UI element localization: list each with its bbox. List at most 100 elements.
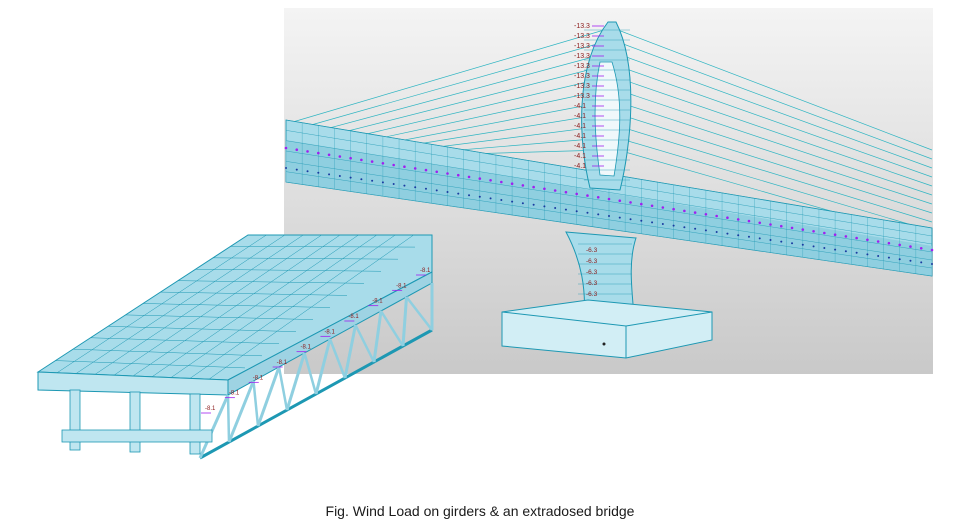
girder-load-label: -8.1 [396,283,407,289]
deck-load-marker [844,235,848,238]
truss-vertical [401,296,408,347]
deck-load-marker [715,231,718,233]
tower-load-label: -4.1 [574,133,586,140]
deck-load-marker [758,237,761,240]
girder-mesh-line [151,234,359,378]
deck-load-marker [672,207,675,211]
deck-load-marker [564,208,567,211]
stay-cable [617,41,933,160]
deck-load-marker [693,211,697,214]
deck-load-marker [285,167,287,169]
deck-load-marker [866,238,869,242]
deck-load-marker [823,247,826,249]
deck-load-marker [478,195,481,198]
stay-cable [447,137,605,152]
girder-mesh-line [113,234,322,376]
deck-load-marker [769,239,772,241]
stay-cable [357,77,605,137]
deck-load-marker [931,263,933,265]
deck-load-marker [306,170,309,173]
deck-load-marker [413,167,417,170]
deck-load-marker [736,218,740,221]
deck-load-marker [823,231,826,235]
extradosed-bridge-view: -13.3-13.3-13.3-13.3-13.3-13.3-13.3-13.3… [284,8,934,374]
deck-load-marker [715,214,718,218]
deck-load-marker [607,197,611,201]
deck-load-marker [446,172,449,175]
deck-load-marker [618,216,621,219]
tower-load-label: -4.1 [574,123,586,130]
deck-load-marker [747,235,750,238]
deck-load-marker [349,176,352,179]
deck-load-marker [877,255,880,257]
deck-load-marker [328,173,331,176]
girder-load-label: -8.1 [253,375,264,381]
deck-load-marker [467,175,471,179]
deck-wind-load-arrows [284,146,934,265]
deck-load-marker [790,226,794,230]
girder-truss-members [61,283,434,460]
deck-load-marker [596,196,600,199]
deck-load-marker [575,210,578,213]
girder-truss-view: -8.1-8.1-8.1-8.1-8.1-8.1-8.1-8.1-8.1-8.1 [36,234,434,460]
deck-load-marker [812,230,815,233]
girder-load-label: -8.1 [420,268,431,274]
deck-load-marker [791,242,794,245]
deck-load-marker [801,228,805,231]
deck-load-marker [586,211,589,214]
tower-load-label: -13.3 [574,53,590,60]
deck-load-marker [370,160,374,163]
tower-load-label: -4.1 [574,163,586,170]
deck-load-marker [887,241,891,245]
truss-vertical [372,310,383,363]
deck-load-marker [909,259,912,262]
pier-load-label: -6.3 [586,280,598,287]
truss-diagonal [379,310,405,347]
deck-load-marker [403,165,406,168]
pile-cap-footing [501,299,713,359]
deck-load-marker [424,168,428,172]
tower-load-label: -13.3 [574,23,590,30]
stay-cable [411,113,605,146]
deck-load-marker [468,194,471,197]
deck-load-marker [338,155,342,158]
girder-load-label: -8.1 [277,360,288,366]
pier-load-label: -6.3 [586,269,598,276]
deck-load-marker [554,207,557,209]
stay-cable [617,77,933,187]
tower-load-label: -4.1 [574,143,586,150]
stay-cable [617,137,933,232]
deck-load-marker [930,248,934,252]
deck-load-marker [629,201,632,204]
girder-load-label: -8.1 [205,406,216,412]
girder-wind-load-arrows: -8.1-8.1-8.1-8.1-8.1-8.1-8.1-8.1-8.1-8.1 [201,268,431,414]
deck-load-marker [575,192,578,196]
deck-load-marker [284,146,288,150]
deck-load-marker [650,204,654,208]
tower-load-label: -4.1 [574,113,586,120]
deck-load-marker [295,148,299,151]
truss-vertical [256,366,281,427]
stay-cable [393,101,605,143]
girder-load-label: -8.1 [324,329,335,335]
deck-load-marker [564,190,568,194]
girder-load-label: -8.1 [372,299,383,305]
girder-mesh-line [94,234,304,375]
girder-mesh-line [170,234,377,378]
tower-load-label: -13.3 [574,73,590,80]
deck-load-marker [327,153,331,157]
truss-cross-beam [61,429,213,443]
deck-load-marker [511,200,514,203]
deck-load-marker [435,189,438,192]
stay-cable [617,101,933,205]
tower-load-labels: -13.3-13.3-13.3-13.3-13.3-13.3-13.3-13.3… [574,23,604,170]
deck-load-marker [629,218,632,221]
truss-diagonal [252,380,260,427]
deck-load-marker [866,253,869,256]
stay-cable [617,29,933,151]
deck-load-marker [521,202,524,205]
deck-load-marker [661,206,665,209]
deck-load-marker [510,182,514,185]
deck-load-marker [381,181,384,184]
